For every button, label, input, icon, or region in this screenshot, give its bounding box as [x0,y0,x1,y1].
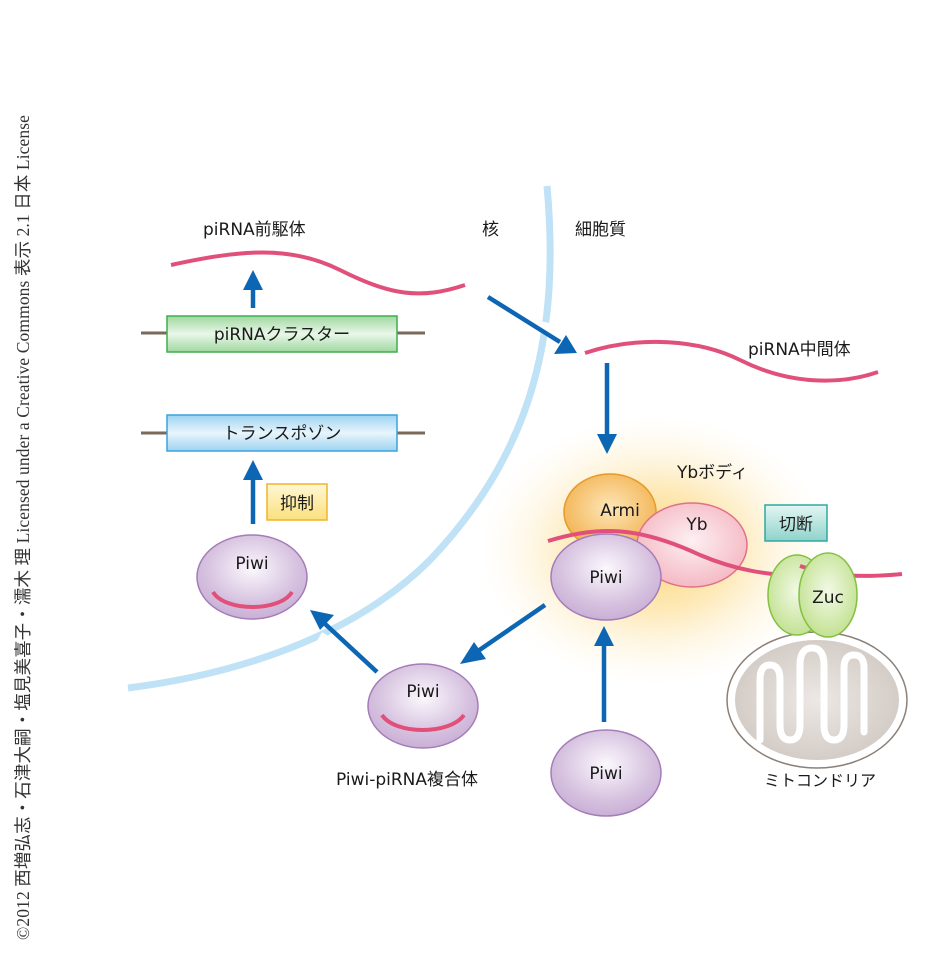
pirna-intermediate-strand [584,339,879,383]
mitochondrial-cristae [756,644,868,744]
ybbody-piwi-label: Piwi [589,568,622,588]
transposon-box [166,414,398,452]
import-arrow-shaft [321,620,379,674]
release-arrow-shaft [476,603,547,653]
repress-badge-label: 抑制 [280,494,314,514]
free-piwi [550,729,662,817]
complex-pirna-strand [380,713,466,732]
export-arrow-shaft [486,295,562,344]
bound-intermediate-strand [547,528,795,578]
repress-arrow-head [243,460,263,480]
zuc-label: Zuc [812,588,844,608]
release-arrow-head [460,642,486,664]
cytoplasm-label: 細胞質 [575,220,626,240]
yb-label: Yb [685,515,707,535]
cleave-badge [764,504,828,542]
nuclear-piwi-label: Piwi [235,554,268,574]
armi-label: Armi [600,501,640,521]
pirna-cluster-label: piRNAクラスター [214,325,350,345]
yb-body-label: Ybボディ [676,462,748,483]
pirna-cluster-box [166,315,398,353]
export-arrow-head [554,335,577,354]
precursor-label: piRNA前駆体 [203,220,306,240]
repress-badge [266,483,328,521]
transposon-label: トランスポゾン [223,424,342,444]
mitochondria-label: ミトコンドリア [764,771,876,790]
complex-piwi-label: Piwi [406,682,439,702]
loading-arrow-head [594,626,614,646]
free-piwi-label: Piwi [589,764,622,784]
nuclear-pirna-strand [211,590,294,609]
piwi-pirna-complex [367,663,479,749]
cleave-badge-label: 切断 [779,515,813,535]
intermediate-label: piRNA中間体 [748,340,851,360]
copyright-credit: ©2012 西増弘志・石津大嗣・塩見美喜子・濡木 理 Licensed unde… [13,114,33,940]
ybbody-piwi [550,533,662,621]
processing-arrow-head [597,434,617,454]
import-arrow-head [310,610,334,630]
nucleus-label: 核 [482,220,499,240]
complex-label: Piwi-piRNA複合体 [336,770,478,790]
nuclear-piwi-complex [196,534,308,620]
nuclear-envelope [127,185,554,692]
pirna-precursor-strand [170,250,466,296]
nuclear-pore [315,632,335,650]
zuc-subunit-front [798,552,858,638]
transcription-arrow-head [243,270,263,290]
